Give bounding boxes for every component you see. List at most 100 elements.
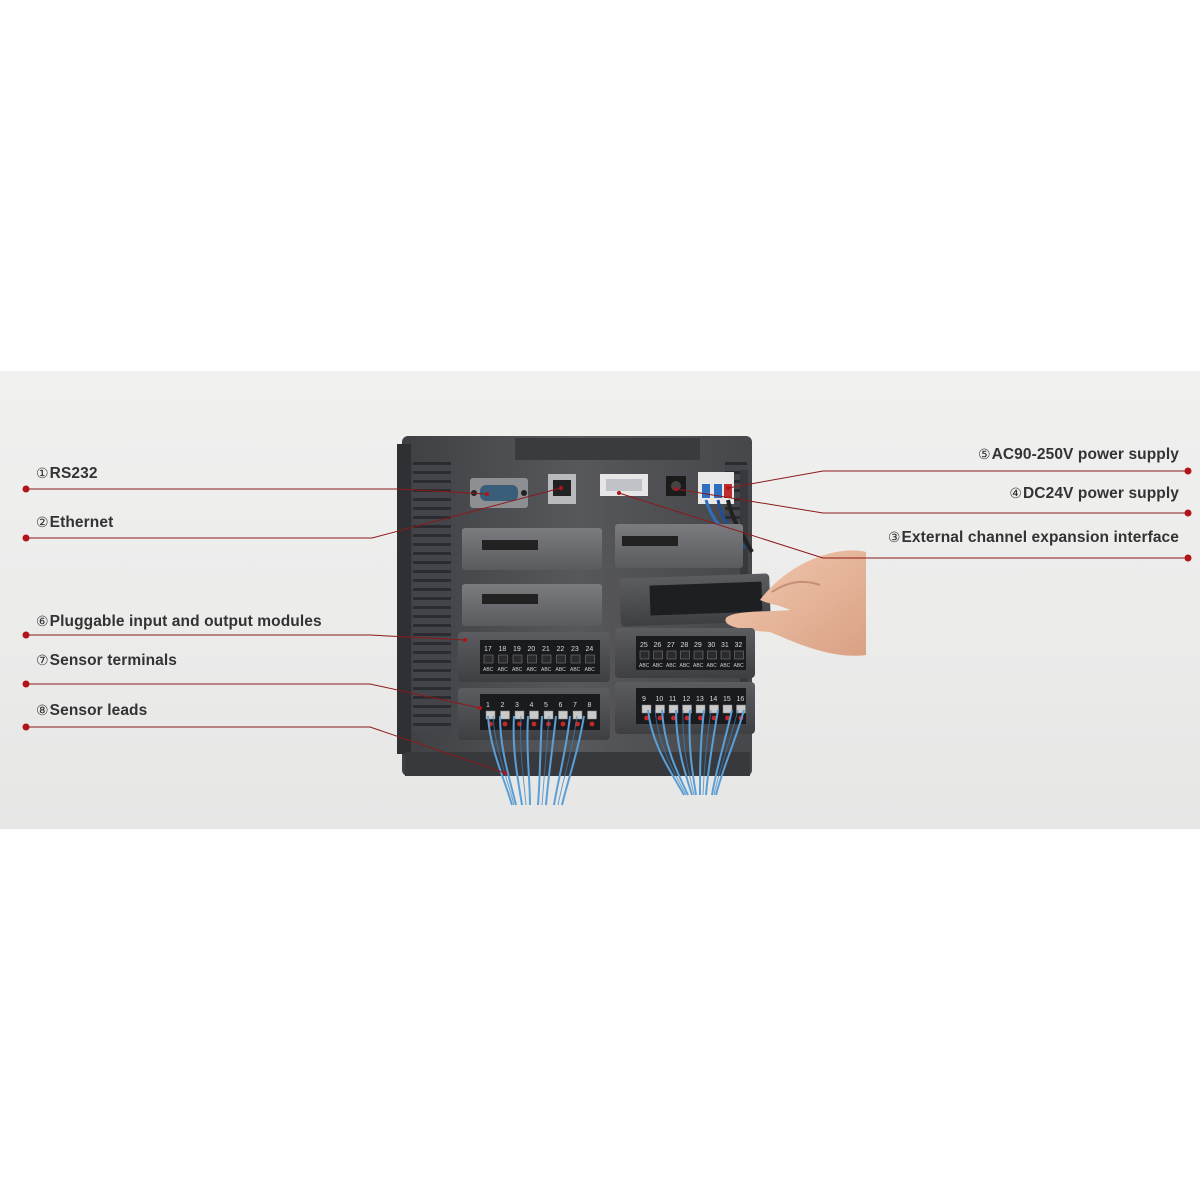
leader-dot-leads <box>22 723 30 731</box>
terminal-pin-letters: ABC <box>666 663 677 669</box>
leader-lines <box>26 470 1188 774</box>
terminal-number: 10 <box>656 696 664 703</box>
terminal-screw <box>707 650 717 660</box>
leader-line-dc24v <box>675 488 1188 514</box>
hand <box>725 550 866 656</box>
terminal-screw-head <box>502 721 508 727</box>
terminal-screw <box>720 650 731 660</box>
sensor-lead-shadows <box>492 709 739 806</box>
leader-line-rs232 <box>26 488 488 495</box>
label-text: External channel expansion interface <box>901 529 1179 546</box>
label-expansion: ③External channel expansion interface <box>888 529 1179 547</box>
leader-dot-dc24v <box>1184 509 1192 517</box>
terminal-number: 32 <box>735 642 743 649</box>
terminal-number: 3 <box>515 702 519 709</box>
terminal-screw <box>558 710 568 720</box>
terminal-number: 17 <box>484 646 492 653</box>
terminal-screw <box>709 704 719 714</box>
terminal-number: 6 <box>559 702 563 709</box>
terminal-screw <box>572 710 583 720</box>
terminal-numbers: 17ABC18ABC19ABC20ABC21ABC22ABC23ABC24ABC… <box>483 642 746 727</box>
terminal-screw <box>655 704 665 714</box>
terminal-pin-letters: ABC <box>512 667 523 673</box>
terminal-number: 31 <box>721 642 729 649</box>
terminal-number: 5 <box>544 702 548 709</box>
terminal-number: 29 <box>694 642 702 649</box>
terminal-number: 13 <box>696 696 704 703</box>
pluggable-module-in-hand <box>619 573 771 627</box>
terminal-screw <box>653 650 663 660</box>
label-leads: ⑧Sensor leads <box>36 702 147 720</box>
terminal-pin-letters: ABC <box>693 663 704 669</box>
terminal-screw <box>693 650 704 660</box>
leader-dot-modules <box>22 631 30 639</box>
terminal-pin-letters: ABC <box>570 667 581 673</box>
terminal-number: 11 <box>669 696 676 703</box>
terminal-screw <box>529 710 539 720</box>
terminal-number: 24 <box>586 646 594 653</box>
label-text: Pluggable input and output modules <box>49 613 322 630</box>
leader-line-expansion <box>618 492 1188 559</box>
rs232-port <box>470 478 528 508</box>
leader-dots <box>22 467 1192 775</box>
terminal-number: 8 <box>588 702 592 709</box>
terminal-screw <box>587 710 597 720</box>
terminal-number: 26 <box>654 642 662 649</box>
terminal-screw <box>639 650 650 660</box>
label-number: ⑥ <box>36 613 49 629</box>
terminal-screw-head <box>657 715 663 721</box>
terminal-screw <box>666 650 677 660</box>
terminal-screw <box>695 704 706 714</box>
leader-line-terminals <box>26 683 481 709</box>
terminal-screw-head <box>560 721 566 727</box>
terminal-screw <box>668 704 679 714</box>
terminal-pin-letters: ABC <box>483 667 494 673</box>
terminal-number: 1 <box>486 702 490 709</box>
label-number: ② <box>36 514 49 530</box>
terminal-number: 2 <box>501 702 505 709</box>
terminal-screw <box>682 704 692 714</box>
terminal-number: 7 <box>573 702 577 709</box>
label-text: RS232 <box>49 465 98 482</box>
label-text: Sensor leads <box>49 702 148 719</box>
terminal-screw <box>556 654 566 664</box>
terminal-screw <box>512 654 523 664</box>
terminal-screw <box>585 654 595 664</box>
terminal-pin-letters: ABC <box>639 663 650 669</box>
terminal-number: 21 <box>542 646 550 653</box>
terminal-screw-head <box>644 715 649 721</box>
terminal-screw <box>680 650 690 660</box>
terminal-screw <box>527 654 537 664</box>
expansion-interface-port <box>600 474 648 496</box>
terminal-screw <box>722 704 733 714</box>
terminal-number: 19 <box>513 646 521 653</box>
terminal-pin-letters: ABC <box>720 663 731 669</box>
sensor-leads <box>487 709 745 806</box>
dc24v-port <box>666 476 686 496</box>
terminal-pin-letters: ABC <box>541 667 552 673</box>
empty-module-slots <box>462 524 743 626</box>
terminal-screw-head <box>589 721 595 727</box>
terminal-number: 22 <box>557 646 565 653</box>
terminal-number: 18 <box>499 646 507 653</box>
leader-dot-expansion <box>1184 554 1192 562</box>
terminal-pin-letters: ABC <box>498 667 509 673</box>
label-number: ④ <box>1009 485 1023 501</box>
leader-dot-ac-power <box>1184 467 1192 475</box>
label-number: ⑦ <box>36 652 49 668</box>
leader-line-ethernet <box>26 487 562 539</box>
terminal-pin-letters: ABC <box>527 667 538 673</box>
label-rs232: ①RS232 <box>36 465 98 483</box>
terminal-number: 9 <box>642 696 646 703</box>
terminal-screw-head <box>671 715 676 721</box>
label-ac-power: ⑤AC90-250V power supply <box>978 446 1179 464</box>
leader-line-modules <box>26 634 466 641</box>
terminal-screw <box>500 710 510 720</box>
terminal-screw <box>483 654 494 664</box>
terminal-screw <box>485 710 496 720</box>
leader-dot-rs232 <box>22 485 30 493</box>
terminal-screw <box>734 650 744 660</box>
terminal-screw <box>498 654 508 664</box>
terminal-screw <box>514 710 525 720</box>
